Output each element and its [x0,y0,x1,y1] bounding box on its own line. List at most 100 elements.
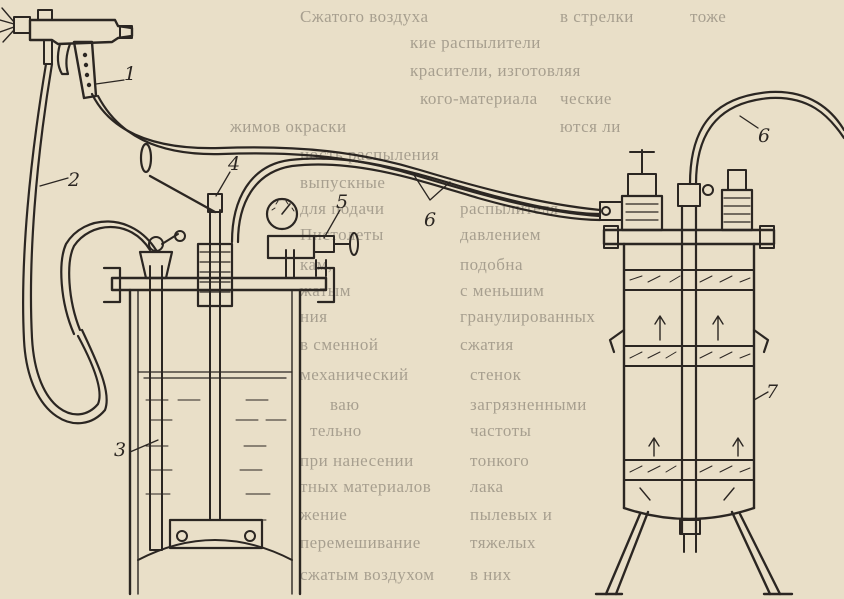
safety-valve-hatch [723,197,751,223]
stirrer-paddle [168,518,264,550]
regulator-hose-1 [230,157,602,244]
leader-1 [95,79,125,85]
stirrer-housing [196,242,234,308]
bleed-line: сжатым воздухом [300,565,435,584]
bleed-line: стенок [470,365,522,384]
leader-4 [215,171,231,197]
stirrer-top-nut [207,193,223,213]
bleed-line: красители, изготовляя [410,61,581,80]
bleed-line: тяжелых [470,533,536,552]
liquid-hatch [145,399,287,521]
bleed-line: ваю [330,395,360,414]
safety-valve-body [720,188,754,232]
pressure-gauge [265,197,299,231]
regulator-hose-2 [236,163,602,244]
lid-valve [138,230,186,280]
spray-gun [0,7,134,100]
bleed-line: Пистолеты [300,225,384,244]
leader-5 [323,209,341,239]
bleed-line: тонкого [470,451,529,470]
leader-7 [753,391,769,401]
bleed-line: в стрелки [560,7,634,26]
long-hose-2 [96,94,602,218]
bleed-line: лака [470,477,504,496]
bleed-line: частоты [470,421,532,440]
left-vessel-liner [137,289,293,595]
bleed-line: Сжатого воздуха [300,7,428,26]
bleed-line: загрязненными [470,395,587,414]
tank-valve-inlet [599,201,623,221]
label-hoses: 6 [424,209,436,231]
bleed-line: жение [299,505,347,524]
tank-top-flange [602,228,776,246]
left-vessel [102,142,359,596]
tank-bottom-outlet [679,519,701,535]
bleed-line: для подачи [300,199,384,218]
bleed-line: распылителя [460,199,558,218]
label-air-hose: 2 [67,169,80,191]
bleed-line: механический [300,365,409,384]
liquid-level [137,371,293,379]
gun-nozzle [13,16,31,34]
bleed-text-layer: Сжатого воздуха кие распылители красител… [229,7,726,584]
paddle-hole-right [244,530,256,542]
regulator-lower-pipe [315,259,327,277]
handle-holes [82,52,92,88]
right-hose-2 [694,96,844,186]
gauge-ticks [271,200,295,212]
bleed-line: давлением [460,225,541,244]
right-hose-1 [688,90,844,186]
tank-lid-valve [599,149,664,232]
stirrer-housing-hatch [199,251,231,293]
tank-valve-handwheel [629,149,655,175]
bleed-line: выпускные [300,173,385,192]
bleed-line: кого-материала [420,89,538,108]
gauge-needle [281,203,291,215]
tank-filter-bands [623,269,755,481]
left-vessel-bottom [137,539,293,561]
bleed-line: тных материалов [300,477,431,496]
gun-trigger [56,42,72,76]
regulator-assembly [265,197,359,279]
regulator-stem [285,249,295,279]
bleed-line: гранулированных [460,307,595,326]
tank-valve-inlet-nut [601,206,611,216]
long-hose-1 [90,92,602,212]
label-regulator: 5 [336,191,348,213]
tank-flow-arrows [639,315,744,501]
label-stirrer: 4 [227,153,240,175]
bleed-line: ность распыления [300,145,439,164]
bleed-line: ются ли [560,117,621,136]
tank-legs [604,510,782,596]
bleed-line: ческие [560,89,612,108]
crank-lever [148,174,217,214]
tank-valve-body [620,194,664,232]
leader-lines [39,79,769,453]
air-hose-inner [29,62,101,416]
bleed-line: кие распылители [410,33,541,52]
lid-valve-body [138,250,174,280]
tank-valve-hatch [625,203,659,221]
leader-2 [39,177,69,187]
tank-central-tube [680,204,698,536]
gun-lower-fitting [43,39,53,65]
leader-6-right [739,115,759,129]
left-vessel-walls [128,288,302,596]
tank-valve-bonnet [627,173,657,197]
tank-flange-bolts [603,225,775,249]
bleed-line: жимов окраски [229,117,347,136]
air-hose-outer [22,62,108,425]
bleed-line: в сменной [300,335,378,354]
label-suction-tube: 3 [114,439,126,461]
bleed-line: перемешивание [300,533,421,552]
leader-6 [411,171,451,201]
spray-fan [0,7,15,43]
bleed-line: ния [300,307,328,326]
tank-tube-knob [702,184,714,196]
material-hose-b [60,220,158,336]
paddle-hole-left [176,530,188,542]
stirrer-shaft [209,209,221,521]
hoses [22,62,844,425]
